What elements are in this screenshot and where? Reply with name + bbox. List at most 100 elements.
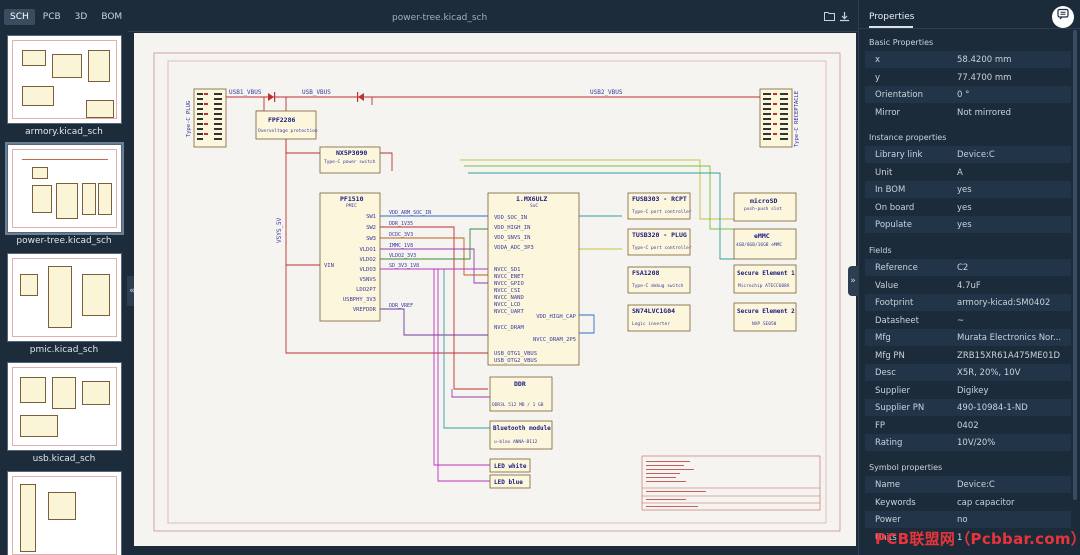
svg-text:NVCC_DRAM_2P5: NVCC_DRAM_2P5 bbox=[533, 337, 576, 343]
svg-text:SW1: SW1 bbox=[366, 214, 376, 220]
property-key: Power bbox=[875, 515, 901, 525]
thumb-frame bbox=[12, 149, 117, 228]
block-fpf2286[interactable]: FPF2286 Overvoltage protection bbox=[255, 110, 318, 140]
current-filename: power-tree.kicad_sch bbox=[392, 13, 488, 23]
sheet-label-armory[interactable]: armory.kicad_sch bbox=[25, 127, 103, 137]
tab-bom[interactable]: BOM bbox=[101, 12, 123, 22]
property-value[interactable]: 0 ° bbox=[957, 90, 970, 100]
property-value[interactable]: A bbox=[957, 167, 963, 178]
block-fusb303[interactable]: FUSB303 - RCPT Type-C port controller bbox=[627, 192, 692, 220]
top-toolbar: SCH PCB 3D BOM power-tree.kicad_sch bbox=[0, 0, 858, 32]
property-key: Supplier bbox=[875, 385, 911, 396]
property-value[interactable]: ~ bbox=[957, 315, 965, 326]
sheet-label-pmic[interactable]: pmic.kicad_sch bbox=[29, 345, 99, 355]
property-value[interactable]: Digikey bbox=[957, 385, 989, 396]
property-value[interactable]: 0402 bbox=[957, 420, 979, 431]
svg-text:VLDO2: VLDO2 bbox=[359, 257, 376, 263]
property-key: Mfg bbox=[875, 333, 891, 343]
property-value[interactable]: X5R, 20%, 10V bbox=[957, 368, 1021, 378]
property-value[interactable]: 58.4200 mm bbox=[957, 55, 1012, 65]
thumb-block bbox=[20, 415, 58, 437]
panel-scrollbar[interactable] bbox=[1073, 30, 1077, 500]
folder-open-icon[interactable] bbox=[823, 11, 835, 22]
panel-title-underline bbox=[869, 26, 913, 28]
block-fsa1208[interactable]: FSA1208 Type-C debug switch bbox=[627, 266, 691, 294]
block-sn74lvc1g04[interactable]: SN74LVC1G04 Logic inverter bbox=[627, 304, 691, 332]
svg-text:NXP SE050: NXP SE050 bbox=[752, 321, 777, 327]
property-row: Supplier PN 490-10984-1-ND bbox=[865, 399, 1071, 416]
property-row: Power no bbox=[865, 511, 1071, 528]
property-value[interactable]: Device:C bbox=[957, 150, 995, 160]
property-value[interactable]: 10V/20% bbox=[957, 438, 996, 448]
block-emmc[interactable]: eMMC 4GB/8GB/16GB eMMC bbox=[733, 228, 797, 260]
svg-text:VLDO1: VLDO1 bbox=[359, 247, 376, 253]
thumb-wire bbox=[22, 159, 108, 160]
svg-text:i.MX6ULZ: i.MX6ULZ bbox=[516, 195, 547, 203]
property-value[interactable]: 77.4700 mm bbox=[957, 72, 1012, 83]
sheet-thumbnail-armory[interactable] bbox=[7, 35, 122, 124]
property-value[interactable]: C2 bbox=[957, 263, 969, 273]
property-value[interactable]: 490-10984-1-ND bbox=[957, 403, 1028, 413]
tab-pcb[interactable]: PCB bbox=[42, 12, 61, 22]
block-led-white[interactable]: LED white bbox=[489, 458, 531, 473]
block-pf1510[interactable]: PF1510 PMIC SW1 SW2 SW3 VLDO1 VLDO2 VLDO… bbox=[319, 192, 381, 322]
tab-sch[interactable]: SCH bbox=[4, 9, 35, 25]
property-value[interactable]: Device:C bbox=[957, 480, 995, 490]
sheet-thumbnail-usb[interactable] bbox=[7, 362, 122, 451]
block-secure-element-1[interactable]: Secure Element 1 Microchip ATECC608A bbox=[733, 264, 797, 294]
svg-text:SoC: SoC bbox=[530, 203, 538, 209]
property-value[interactable]: cap capacitor bbox=[957, 497, 1015, 508]
sheet-thumbnail-5[interactable] bbox=[7, 471, 122, 555]
block-tusb320[interactable]: TUSB320 - PLUG Type-C port controller bbox=[627, 228, 692, 256]
chat-icon[interactable] bbox=[1052, 6, 1074, 28]
svg-text:NX5P3090: NX5P3090 bbox=[336, 149, 367, 157]
collapse-sidebar-button[interactable]: « bbox=[127, 276, 137, 306]
property-value[interactable]: Not mirrored bbox=[957, 107, 1012, 118]
net-usb2-vbus: USB2_VBUS bbox=[590, 89, 623, 96]
property-key: Keywords bbox=[875, 497, 916, 508]
block-ddr[interactable]: DDR DDR3L 512 MB / 1 GB bbox=[489, 376, 553, 412]
property-value[interactable]: 4.7uF bbox=[957, 280, 981, 291]
property-value[interactable]: no bbox=[957, 515, 968, 525]
panel-title[interactable]: Properties bbox=[869, 12, 915, 22]
block-nx5p3090[interactable]: NX5P3090 Type-C power switch bbox=[319, 146, 381, 174]
usb-c-receptacle-connector[interactable]: Type-C RECEPTACLE bbox=[759, 88, 800, 148]
svg-text:LED blue: LED blue bbox=[494, 479, 523, 486]
property-value[interactable]: yes bbox=[957, 202, 972, 213]
thumb-block bbox=[22, 50, 46, 66]
property-key: Reference bbox=[875, 263, 918, 273]
property-value[interactable]: 1 bbox=[957, 532, 963, 543]
property-key: Value bbox=[875, 280, 899, 291]
download-icon[interactable] bbox=[838, 11, 850, 22]
sheet-thumbnail-power-tree[interactable] bbox=[5, 142, 124, 235]
block-microsd[interactable]: microSD push-push slot bbox=[733, 192, 797, 222]
property-value[interactable]: Murata Electronics Nor... bbox=[957, 333, 1062, 343]
tab-3d[interactable]: 3D bbox=[74, 12, 88, 22]
sheet-label-power-tree[interactable]: power-tree.kicad_sch bbox=[16, 236, 112, 246]
property-value[interactable]: armory-kicad:SM0402 bbox=[957, 298, 1051, 308]
svg-text:VDD_SNVS_IN: VDD_SNVS_IN bbox=[494, 235, 530, 241]
block-bluetooth[interactable]: Bluetooth module u-blox ANNA-B112 bbox=[489, 420, 553, 450]
schematic-canvas[interactable]: Type-C PLUG Type-C RECEPTACLE USB1_VBUS … bbox=[134, 33, 856, 546]
property-value[interactable]: yes bbox=[957, 220, 972, 230]
svg-text:PF1510: PF1510 bbox=[340, 195, 364, 203]
property-value[interactable]: yes bbox=[957, 185, 972, 195]
sheet-label-usb[interactable]: usb.kicad_sch bbox=[32, 454, 96, 464]
property-row: Supplier Digikey bbox=[865, 382, 1071, 399]
property-key: Supplier PN bbox=[875, 403, 925, 413]
property-value[interactable]: ZRB15XR61A475ME01D bbox=[957, 350, 1061, 361]
svg-text:SW2: SW2 bbox=[366, 225, 376, 231]
usb-c-plug-connector[interactable]: Type-C PLUG bbox=[186, 88, 227, 148]
svg-text:NVCC_ENET: NVCC_ENET bbox=[494, 274, 524, 280]
collapse-panel-button[interactable]: » bbox=[848, 266, 858, 296]
sheet-thumbnail-pmic[interactable] bbox=[7, 253, 122, 342]
property-key: In BOM bbox=[875, 185, 906, 195]
thumb-block bbox=[82, 183, 96, 215]
block-imx6ulz[interactable]: i.MX6ULZ SoC VDD_SOC_IN VDD_HIGH_IN VDD_… bbox=[487, 192, 580, 366]
block-secure-element-2[interactable]: Secure Element 2 NXP SE050 bbox=[733, 302, 797, 332]
block-led-blue[interactable]: LED blue bbox=[489, 474, 531, 489]
svg-text:NVCC_GPIO: NVCC_GPIO bbox=[494, 281, 524, 287]
